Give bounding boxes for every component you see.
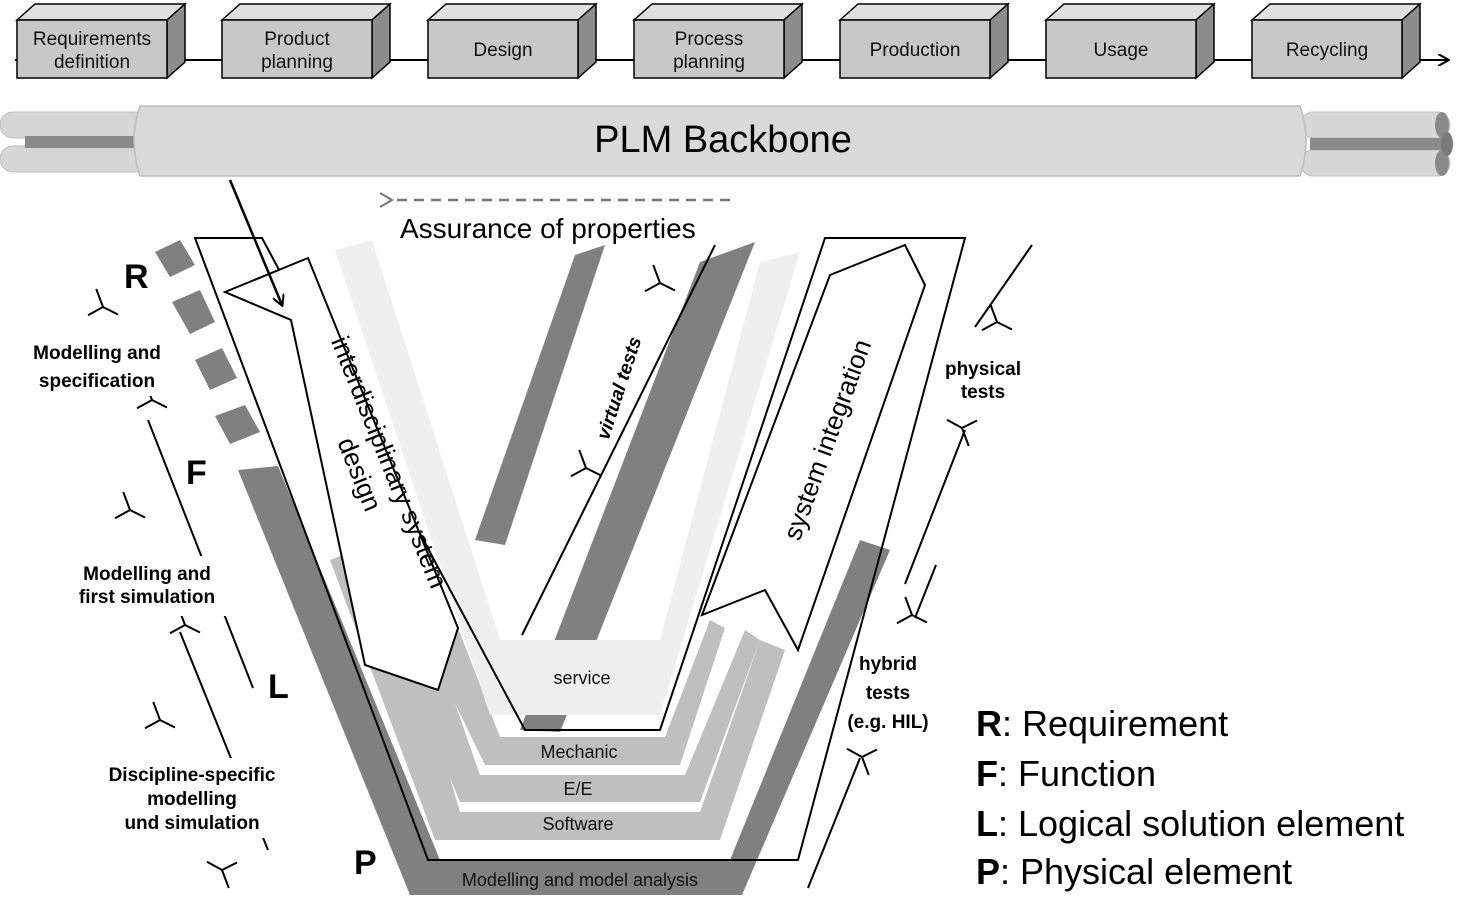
tie-mark-0 (87, 288, 119, 317)
tie-mark-8 (981, 303, 1013, 332)
tie-mark-9 (946, 418, 978, 447)
phase-box-5: Usage (1044, 2, 1216, 80)
layer-modelling: Modelling and model analysis (462, 870, 698, 890)
inner-dark-right (520, 242, 755, 732)
phase-box-2: Design (426, 2, 598, 80)
hybrid-tests-line-upper (914, 564, 937, 619)
band-software (330, 540, 785, 840)
phase-box-6: Recycling (1250, 2, 1422, 80)
legend: R: Requirement F: Function L: Logical so… (976, 703, 1404, 892)
phase-label-2: Design (473, 40, 532, 61)
band-mechanic (390, 555, 725, 765)
design-arrow (222, 256, 460, 692)
backbone-to-design-arrow (228, 179, 282, 305)
band-service (335, 240, 800, 715)
left-stripe-3 (195, 348, 237, 390)
tie-mark-5 (206, 860, 238, 889)
physical-tests-line-lower (904, 429, 966, 585)
layer-mechanic: Mechanic (540, 742, 617, 762)
legend-l: L: Logical solution element (976, 803, 1404, 844)
tie-mark-4 (144, 701, 176, 730)
tie-mark-10 (896, 596, 928, 625)
tie-marks (87, 264, 1013, 889)
phase-label-4: Production (870, 40, 961, 61)
layer-ee: E/E (563, 779, 592, 799)
backbone-label: PLM Backbone (594, 119, 852, 161)
integration-arrow (700, 243, 927, 653)
layer-software: Software (542, 814, 613, 834)
tie-mark-11 (846, 747, 878, 776)
tie-mark-7 (644, 264, 676, 293)
tie-mark-6 (570, 449, 602, 478)
phase-box-4: Production (838, 2, 1010, 80)
layer-service: service (553, 668, 610, 688)
letter-p: P (354, 844, 377, 882)
virtual-tests-line (521, 244, 716, 636)
letter-l: L (268, 668, 289, 706)
phase-label-5: Usage (1094, 40, 1149, 61)
assurance-label: Assurance of properties (400, 213, 696, 244)
legend-r: R: Requirement (976, 703, 1228, 744)
left-stripe-2 (172, 290, 215, 334)
letter-r: R (124, 258, 149, 296)
left-stripe-4 (215, 405, 260, 444)
tie-mark-2 (114, 491, 146, 520)
inner-dark-left (475, 245, 605, 545)
band-ee (360, 545, 760, 802)
plm-backbone: PLM Backbone (0, 105, 1453, 177)
left-stripe-r (155, 240, 195, 277)
physical-tests-line-upper (974, 244, 1033, 328)
legend-p: P: Physical element (976, 851, 1292, 892)
letter-f: F (186, 454, 207, 492)
hybrid-tests-line-lower (807, 757, 861, 889)
phase-label-6: Recycling (1286, 40, 1368, 61)
left-line-r-f (147, 419, 254, 689)
legend-f: F: Function (976, 753, 1156, 794)
